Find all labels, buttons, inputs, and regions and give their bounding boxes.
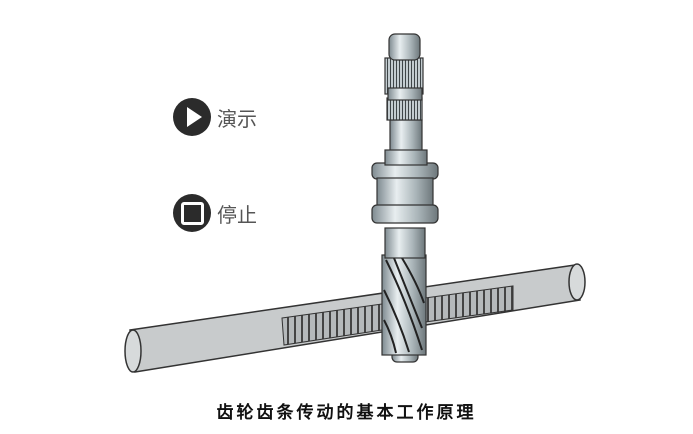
- play-icon: [173, 98, 211, 136]
- stop-label: 停止: [217, 202, 257, 227]
- rack-bar: [124, 263, 586, 373]
- caption: 齿轮齿条传动的基本工作原理: [216, 403, 477, 423]
- play-button[interactable]: 演示: [173, 98, 257, 136]
- pinion-shaft: [371, 33, 439, 363]
- stop-icon: [173, 194, 211, 232]
- stop-button[interactable]: 停止: [173, 194, 257, 232]
- play-label: 演示: [217, 106, 257, 131]
